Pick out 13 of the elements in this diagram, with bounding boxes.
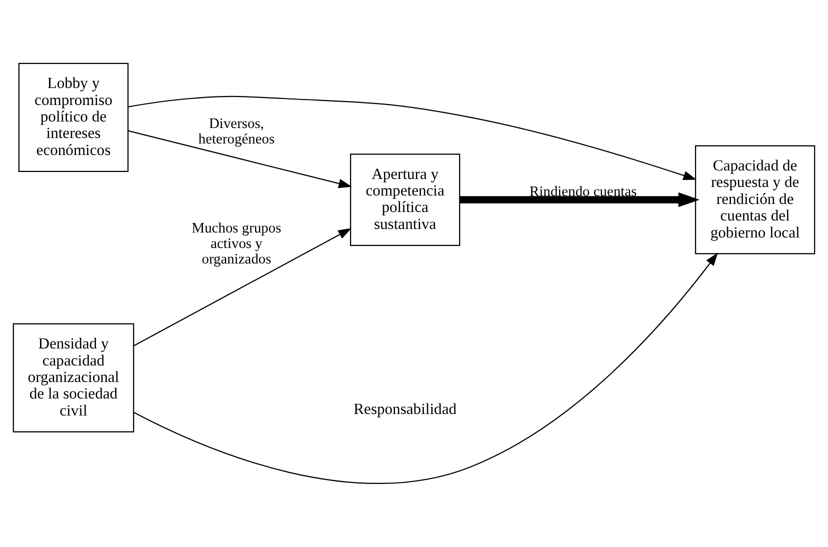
node-box: Apertura y competencia política sustantiva (350, 154, 460, 246)
edge-label: Rindiendo cuentas (530, 184, 637, 200)
label: Responsabilidad (354, 401, 457, 418)
edge-label: Muchos grupos activos y organizados (192, 220, 282, 268)
edge-label: Diversos, heterogéneos (198, 116, 275, 148)
arrow (128, 130, 352, 188)
arrow (133, 252, 718, 484)
node-box: Capacidad de respuesta y de rendición de cuentas del gobierno local (694, 145, 816, 254)
node-box: Densidad y capacidad organizacional de la sociedad civil (12, 323, 134, 432)
arrow (460, 192, 700, 208)
arrow (128, 96, 697, 180)
node-box: Lobby y compromiso político de intereses económicos (18, 62, 129, 172)
arrow (134, 228, 352, 346)
